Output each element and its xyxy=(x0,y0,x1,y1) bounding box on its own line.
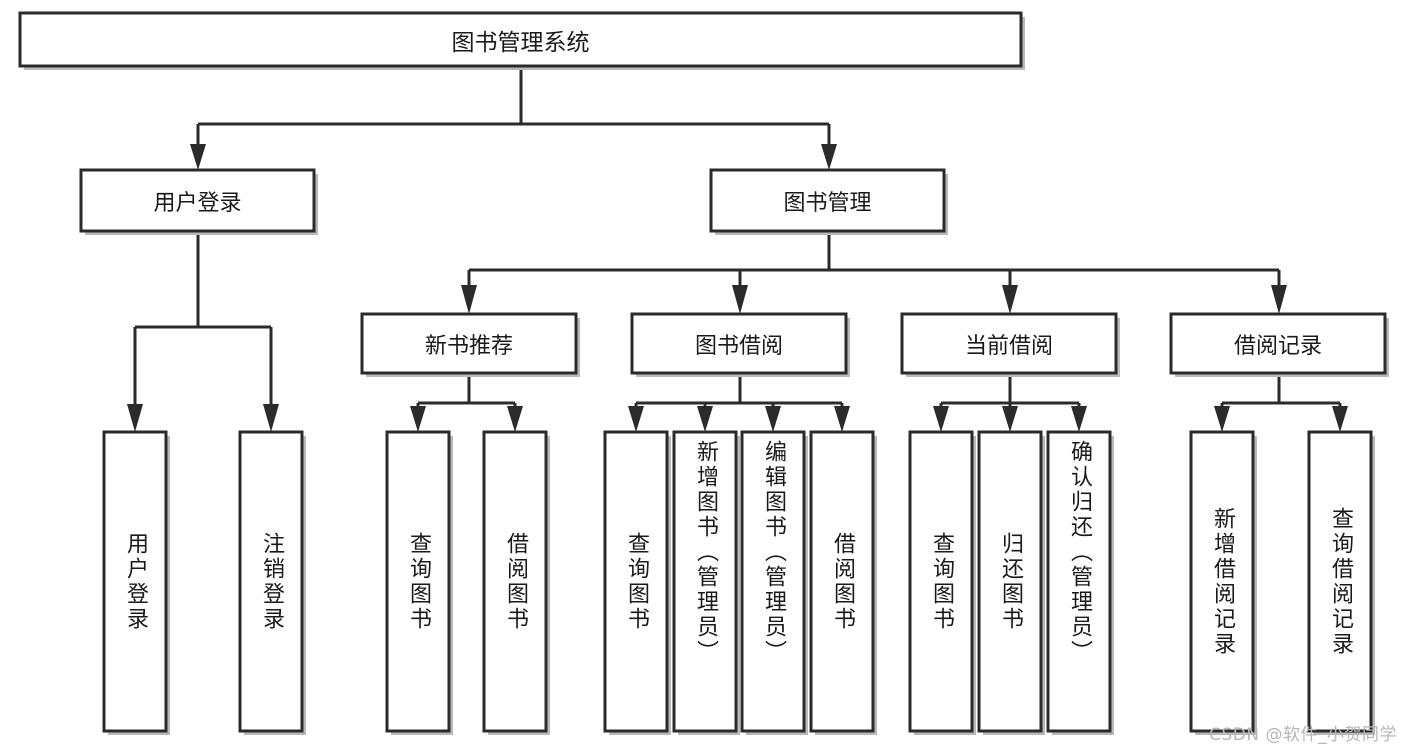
connector-group-borrow-record xyxy=(1214,375,1348,432)
node-user-login[interactable] xyxy=(79,168,318,235)
leaf-current-borrow-0[interactable] xyxy=(908,430,976,735)
leaf-borrow-record-1[interactable] xyxy=(1307,430,1375,735)
leaf-current-borrow-1[interactable] xyxy=(977,430,1045,735)
leaf-book-borrow-2[interactable] xyxy=(740,430,808,735)
leaf-book-borrow-3[interactable] xyxy=(809,430,877,735)
node-new-book-recommend[interactable] xyxy=(360,312,580,377)
connector-group-book-manage xyxy=(461,233,1287,314)
leaf-book-borrow-0[interactable] xyxy=(603,430,671,735)
leaf-user-login-1[interactable] xyxy=(238,430,306,735)
connector-group-new-book xyxy=(410,375,523,432)
node-book-borrow[interactable] xyxy=(630,312,850,377)
leaf-new-book-1[interactable] xyxy=(482,430,550,735)
node-book-management[interactable] xyxy=(709,168,948,235)
leaf-current-borrow-2[interactable] xyxy=(1046,430,1114,735)
node-borrow-record[interactable] xyxy=(1169,312,1389,377)
leaf-user-login-0[interactable] xyxy=(102,430,170,735)
connector-group-current-borrow xyxy=(933,375,1087,432)
leaf-book-borrow-1[interactable] xyxy=(672,430,740,735)
leaf-new-book-0[interactable] xyxy=(385,430,453,735)
leaf-borrow-record-0[interactable] xyxy=(1189,430,1257,735)
csdn-watermark: CSDN @软件_小贺同学 xyxy=(1209,725,1397,745)
node-root-system[interactable] xyxy=(18,11,1025,70)
connector-group-book-borrow xyxy=(628,375,850,432)
connector-group-root xyxy=(190,68,837,170)
node-current-borrow[interactable] xyxy=(900,312,1120,377)
connector-group-user-login xyxy=(127,233,279,432)
